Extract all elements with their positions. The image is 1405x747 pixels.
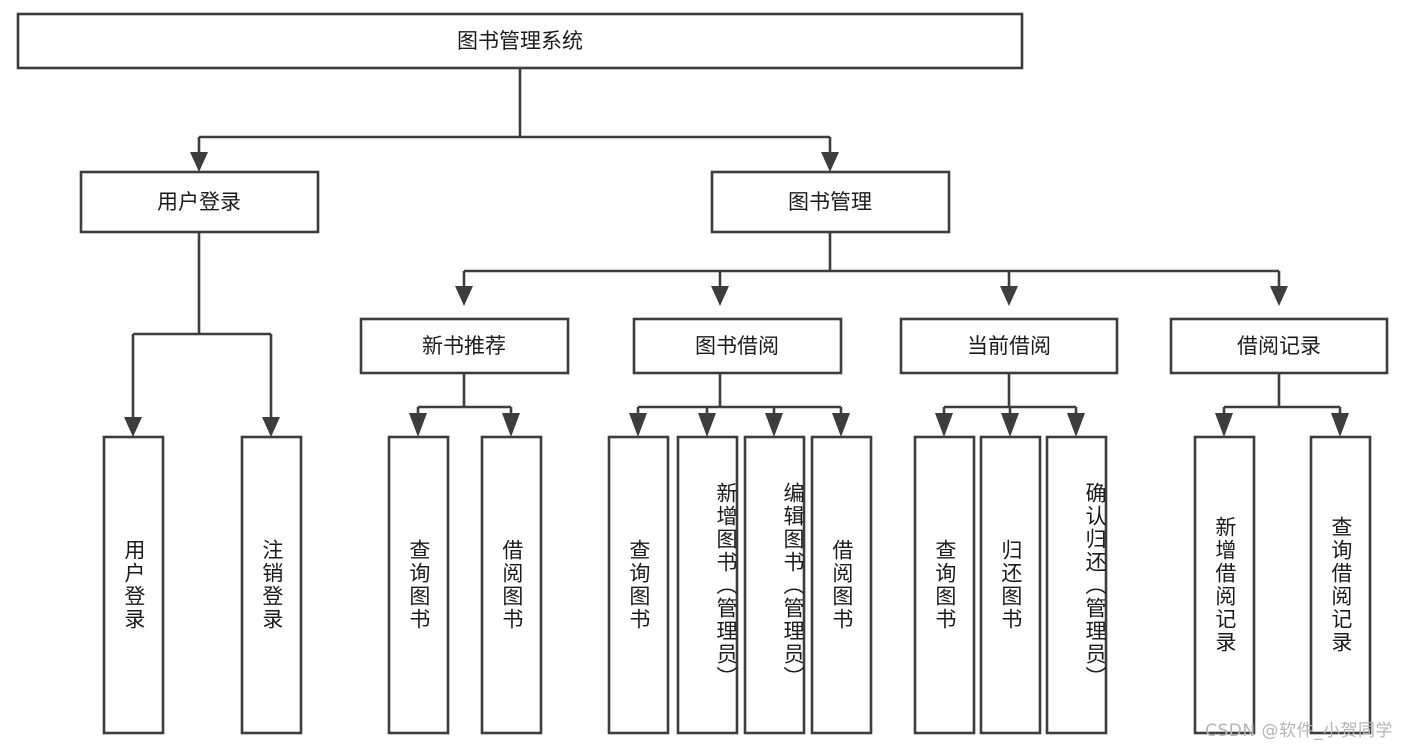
- leaf-box-new-book-2[interactable]: [480, 435, 543, 735]
- leaf-box-book-borrow-2[interactable]: [676, 435, 739, 735]
- arrow-to-new-book: [455, 286, 473, 306]
- arrow-to-book-mgmt: [821, 152, 839, 172]
- node-user-login-box[interactable]: [79, 170, 320, 234]
- node-book-borrow-label: 图书借阅: [695, 334, 779, 358]
- arrow-leaf-user-login-1: [124, 417, 142, 437]
- leaf-box-current-borrow-1[interactable]: [913, 435, 976, 735]
- arrow-leaf-current-borrow-2: [1001, 413, 1019, 437]
- leaf-box-book-borrow-4[interactable]: [810, 435, 873, 735]
- arrow-leaf-book-borrow-3: [765, 413, 783, 437]
- arrow-leaf-borrow-record-2: [1331, 413, 1349, 437]
- node-root-box[interactable]: [16, 12, 1024, 70]
- node-book-borrow-box[interactable]: [632, 317, 843, 375]
- node-root-label: 图书管理系统: [457, 29, 583, 53]
- arrow-leaf-user-login-2: [262, 417, 280, 437]
- node-book-management-box[interactable]: [710, 170, 951, 234]
- arrow-leaf-new-book-1: [409, 413, 427, 437]
- leaf-box-borrow-record-1[interactable]: [1193, 435, 1256, 735]
- leaf-box-user-login-2[interactable]: [240, 435, 303, 735]
- leaf-box-current-borrow-3[interactable]: [1045, 435, 1108, 735]
- arrow-leaf-current-borrow-3: [1067, 413, 1085, 437]
- node-borrow-record-label: 借阅记录: [1237, 334, 1321, 358]
- leaf-box-user-login-1[interactable]: [102, 435, 165, 735]
- arrow-leaf-borrow-record-1: [1215, 413, 1233, 437]
- node-borrow-record-box[interactable]: [1169, 317, 1389, 375]
- arrow-to-book-borrow: [711, 286, 729, 306]
- leaf-box-book-borrow-1[interactable]: [607, 435, 670, 735]
- arrow-leaf-new-book-2: [502, 413, 520, 437]
- csdn-watermark: CSDN @软件_小贺同学: [1205, 721, 1393, 741]
- node-user-login-label: 用户登录: [157, 190, 241, 214]
- arrow-to-current-borrow: [1000, 286, 1018, 306]
- leaf-box-book-borrow-3[interactable]: [743, 435, 806, 735]
- node-layer: 图书管理系统 用户登录 图书管理 新书推荐 图书借阅 当前借阅 借阅记录: [16, 12, 1389, 735]
- leaf-box-current-borrow-2[interactable]: [979, 435, 1042, 735]
- leaf-box-new-book-1[interactable]: [387, 435, 450, 735]
- leaf-box-borrow-record-2[interactable]: [1309, 435, 1372, 735]
- arrow-leaf-current-borrow-1: [935, 413, 953, 437]
- node-book-management-label: 图书管理: [788, 190, 872, 214]
- node-new-book-recommend-box[interactable]: [359, 317, 570, 375]
- arrow-to-user-login: [190, 152, 208, 172]
- arrow-leaf-book-borrow-1: [629, 413, 647, 437]
- arrow-to-borrow-record: [1270, 286, 1288, 306]
- node-new-book-recommend-label: 新书推荐: [422, 334, 506, 358]
- connector-layer: [124, 68, 1349, 437]
- arrow-leaf-book-borrow-2: [698, 413, 716, 437]
- arrow-leaf-book-borrow-4: [832, 413, 850, 437]
- node-current-borrow-box[interactable]: [899, 317, 1119, 375]
- node-current-borrow-label: 当前借阅: [967, 334, 1051, 358]
